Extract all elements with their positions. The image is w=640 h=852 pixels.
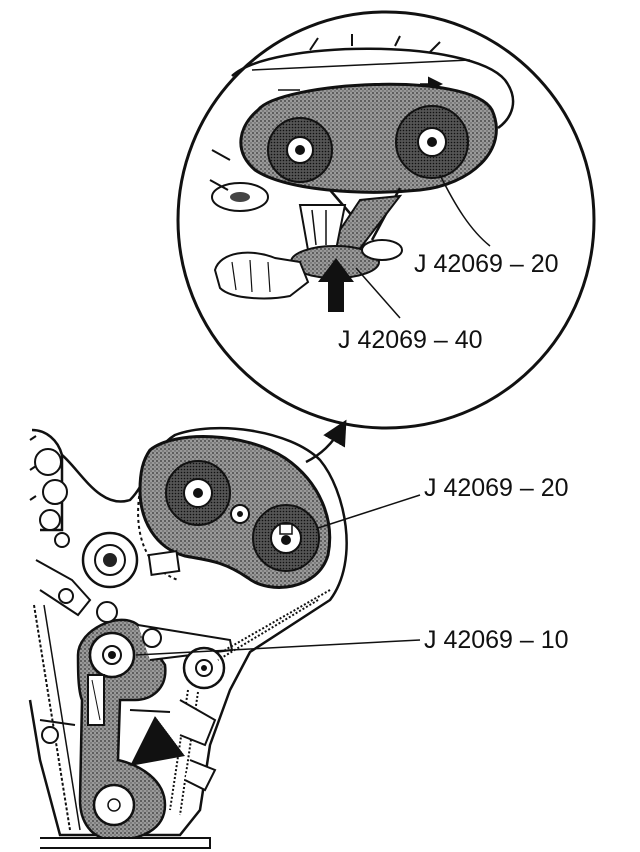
tool-direction-arrow [130, 716, 185, 766]
timing-cover-outline [28, 426, 348, 837]
main-callout-tool-10: J 42069 – 10 [424, 626, 569, 654]
inset-circle [176, 10, 596, 430]
inset-hand [213, 251, 310, 300]
inset-callout-tool-40: J 42069 – 40 [338, 326, 483, 354]
inset-detail-view: J 42069 – 20 J 42069 – 40 [176, 10, 596, 430]
main-callout-tool-20: J 42069 – 20 [424, 474, 569, 502]
inset-pointer-arrow [305, 419, 347, 464]
inset-top-cover [231, 47, 515, 130]
inset-callout-tool-20: J 42069 – 20 [414, 250, 559, 278]
inset-push-arrow [318, 258, 354, 312]
engine-front-view: J 42069 – 20 J 42069 – 10 [28, 426, 569, 849]
